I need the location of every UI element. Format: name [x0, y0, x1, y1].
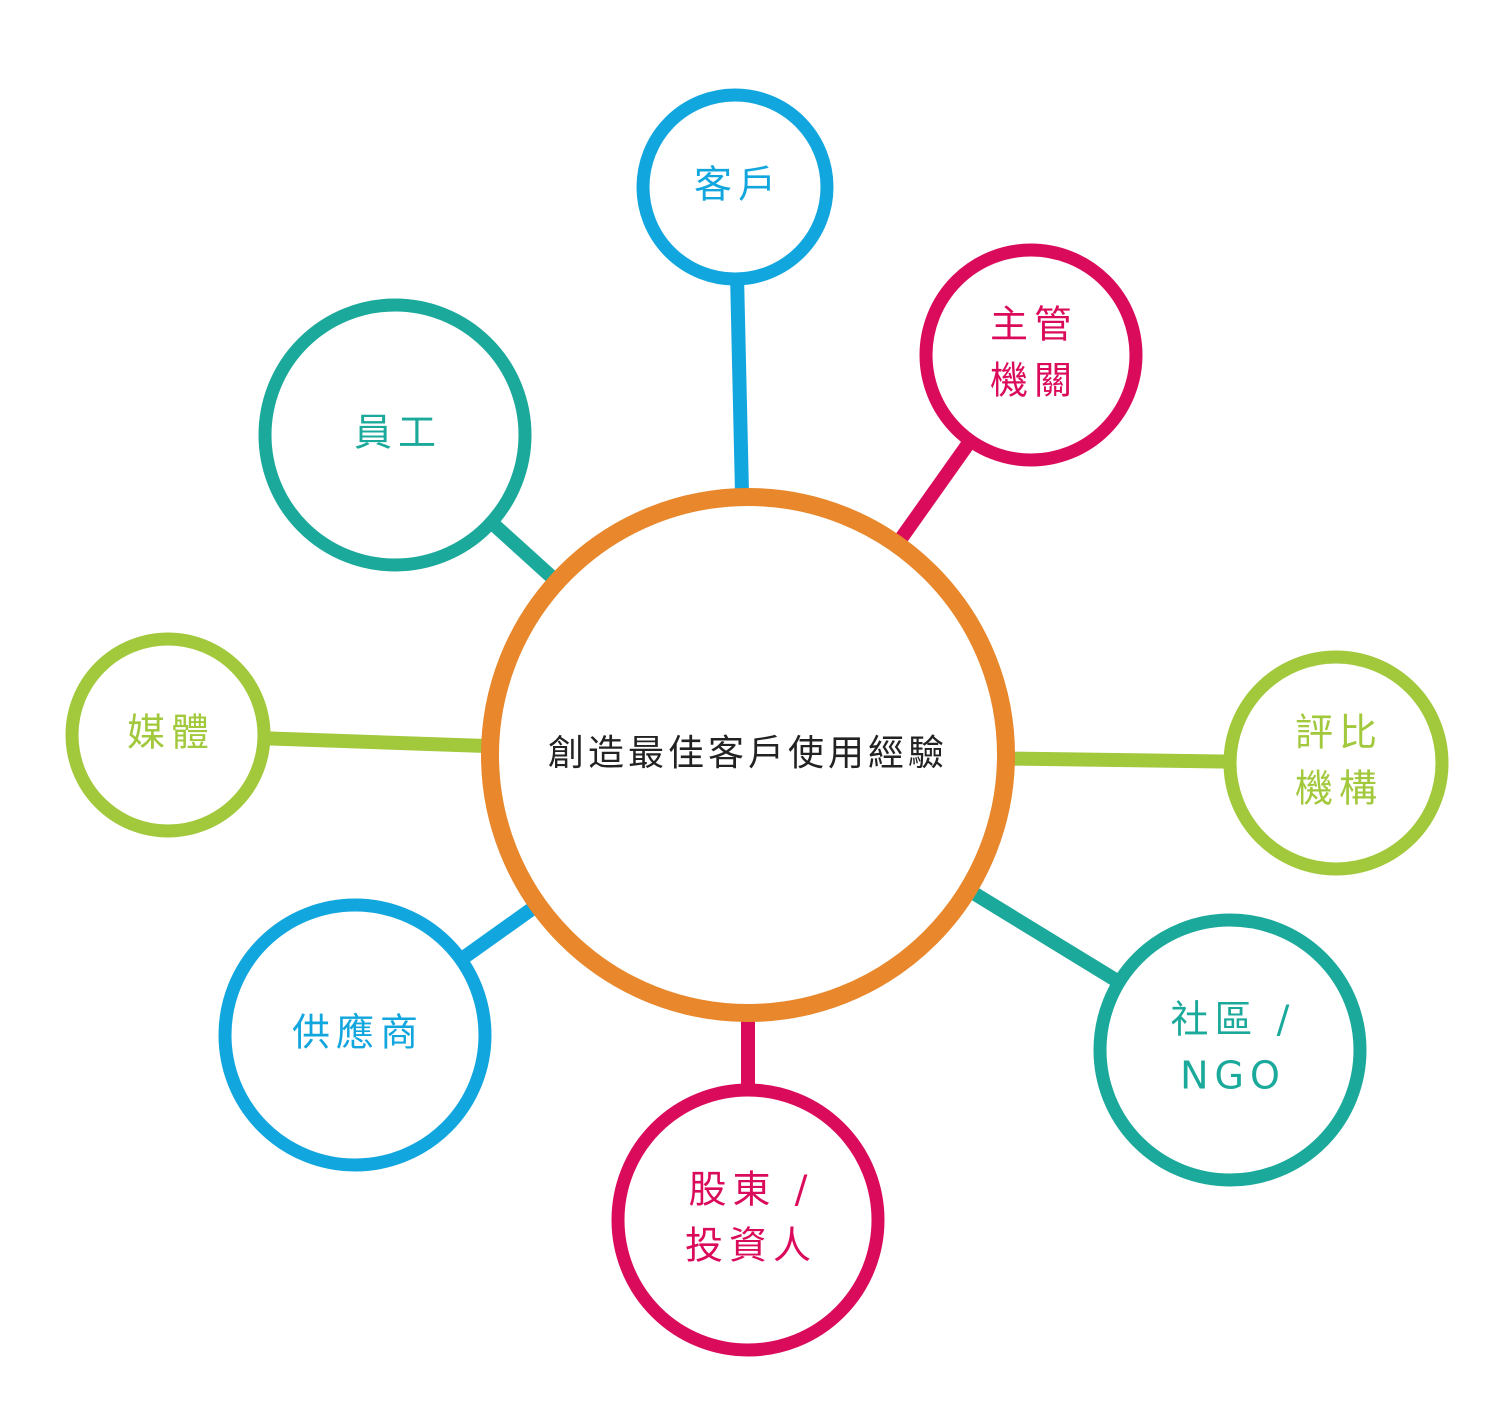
node-circle-supplier	[218, 898, 492, 1172]
connector-regulator	[893, 436, 977, 546]
node-circle-regulator	[919, 243, 1143, 467]
node-label-shareholder: 股東 /	[689, 1168, 814, 1212]
node-label-shareholder: 投資人	[685, 1224, 817, 1268]
connector-lines	[263, 278, 1231, 1090]
center-node: 創造最佳客戶使用經驗	[481, 488, 1015, 1022]
connector-rating	[1009, 751, 1231, 769]
node-circle-media	[65, 632, 271, 838]
node-label-employee: 員工	[354, 411, 442, 455]
node-label-community: NGO	[1180, 1054, 1286, 1098]
connector-media	[263, 731, 487, 753]
node-label-rating: 評比	[1295, 711, 1383, 755]
node-circle-employee	[258, 298, 532, 572]
node-circle-shareholder	[611, 1083, 885, 1357]
node-label-regulator: 主管	[990, 303, 1078, 347]
node-shareholder: 股東 / 投資人	[611, 1083, 885, 1357]
node-supplier: 供應商	[218, 898, 492, 1172]
connector-employee	[486, 517, 559, 585]
node-label-supplier: 供應商	[292, 1011, 424, 1055]
node-label-customer: 客戶	[694, 163, 782, 207]
node-circle-rating	[1223, 650, 1449, 876]
node-circle-customer	[636, 88, 834, 286]
node-media: 媒體	[65, 632, 271, 838]
connector-community	[967, 885, 1123, 989]
connector-supplier	[456, 901, 539, 966]
node-label-rating: 機構	[1295, 767, 1383, 811]
node-label-community: 社區 /	[1171, 998, 1296, 1042]
node-employee: 員工	[258, 298, 532, 572]
center-circle	[481, 488, 1015, 1022]
node-label-regulator: 機關	[990, 359, 1078, 403]
connector-customer	[730, 278, 749, 494]
center-label: 創造最佳客戶使用經驗	[548, 733, 948, 774]
node-customer: 客戶	[636, 88, 834, 286]
node-label-media: 媒體	[127, 711, 215, 755]
node-community: 社區 / NGO	[1093, 913, 1367, 1187]
node-circle-community	[1093, 913, 1367, 1187]
